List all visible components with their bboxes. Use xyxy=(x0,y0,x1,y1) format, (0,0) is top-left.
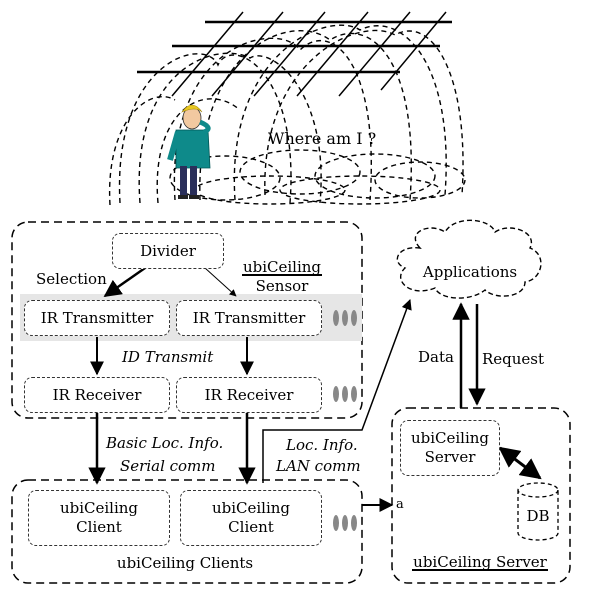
serial-comm-label: Serial comm xyxy=(120,457,216,475)
ir-transmitter-2: IR Transmitter xyxy=(176,300,322,336)
person-icon xyxy=(167,104,211,199)
ceiling-scene xyxy=(108,11,466,206)
ir-signal-icons xyxy=(333,310,357,531)
divider-to-tx1-arrow xyxy=(103,266,146,298)
applications-cloud xyxy=(396,219,542,299)
loc-info-label: Loc. Info. xyxy=(286,436,358,454)
where-am-i-caption: Where am I ? xyxy=(268,129,377,148)
ubiceiling-server-box: ubiCeiling Server xyxy=(400,420,500,476)
clients-group-label: ubiCeiling Clients xyxy=(116,554,254,572)
request-label: Request xyxy=(482,350,545,368)
divider-to-tx2-arrow xyxy=(204,267,237,297)
lan-to-applications-arrow xyxy=(262,299,412,483)
server-db-arrow xyxy=(498,446,542,480)
sensor-title-line1: ubiCeiling xyxy=(242,258,322,276)
database-icon xyxy=(517,482,559,541)
a-mark-label: a xyxy=(396,497,404,512)
id-transmit-label: ID Transmit xyxy=(122,348,214,366)
data-label: Data xyxy=(418,348,454,366)
basic-loc-info-label: Basic Loc. Info. xyxy=(106,434,224,452)
ubiceiling-client-2: ubiCeiling Client xyxy=(180,490,322,546)
ubiceiling-client-1: ubiCeiling Client xyxy=(28,490,170,546)
ir-transmitter-1: IR Transmitter xyxy=(24,300,170,336)
ir-receiver-1: IR Receiver xyxy=(24,377,170,413)
sensor-group-border xyxy=(11,221,363,419)
selection-label: Selection xyxy=(36,270,107,288)
server-group-label: ubiCeiling Server xyxy=(413,553,547,571)
clients-group-border xyxy=(11,479,363,584)
server-group-border xyxy=(391,407,571,584)
applications-label: Applications xyxy=(422,263,518,281)
lan-comm-label: LAN comm xyxy=(276,457,361,475)
ir-receiver-2: IR Receiver xyxy=(176,377,322,413)
db-label: DB xyxy=(526,507,550,525)
sensor-title-line2: Sensor xyxy=(255,277,309,295)
divider-box: Divider xyxy=(112,233,224,269)
